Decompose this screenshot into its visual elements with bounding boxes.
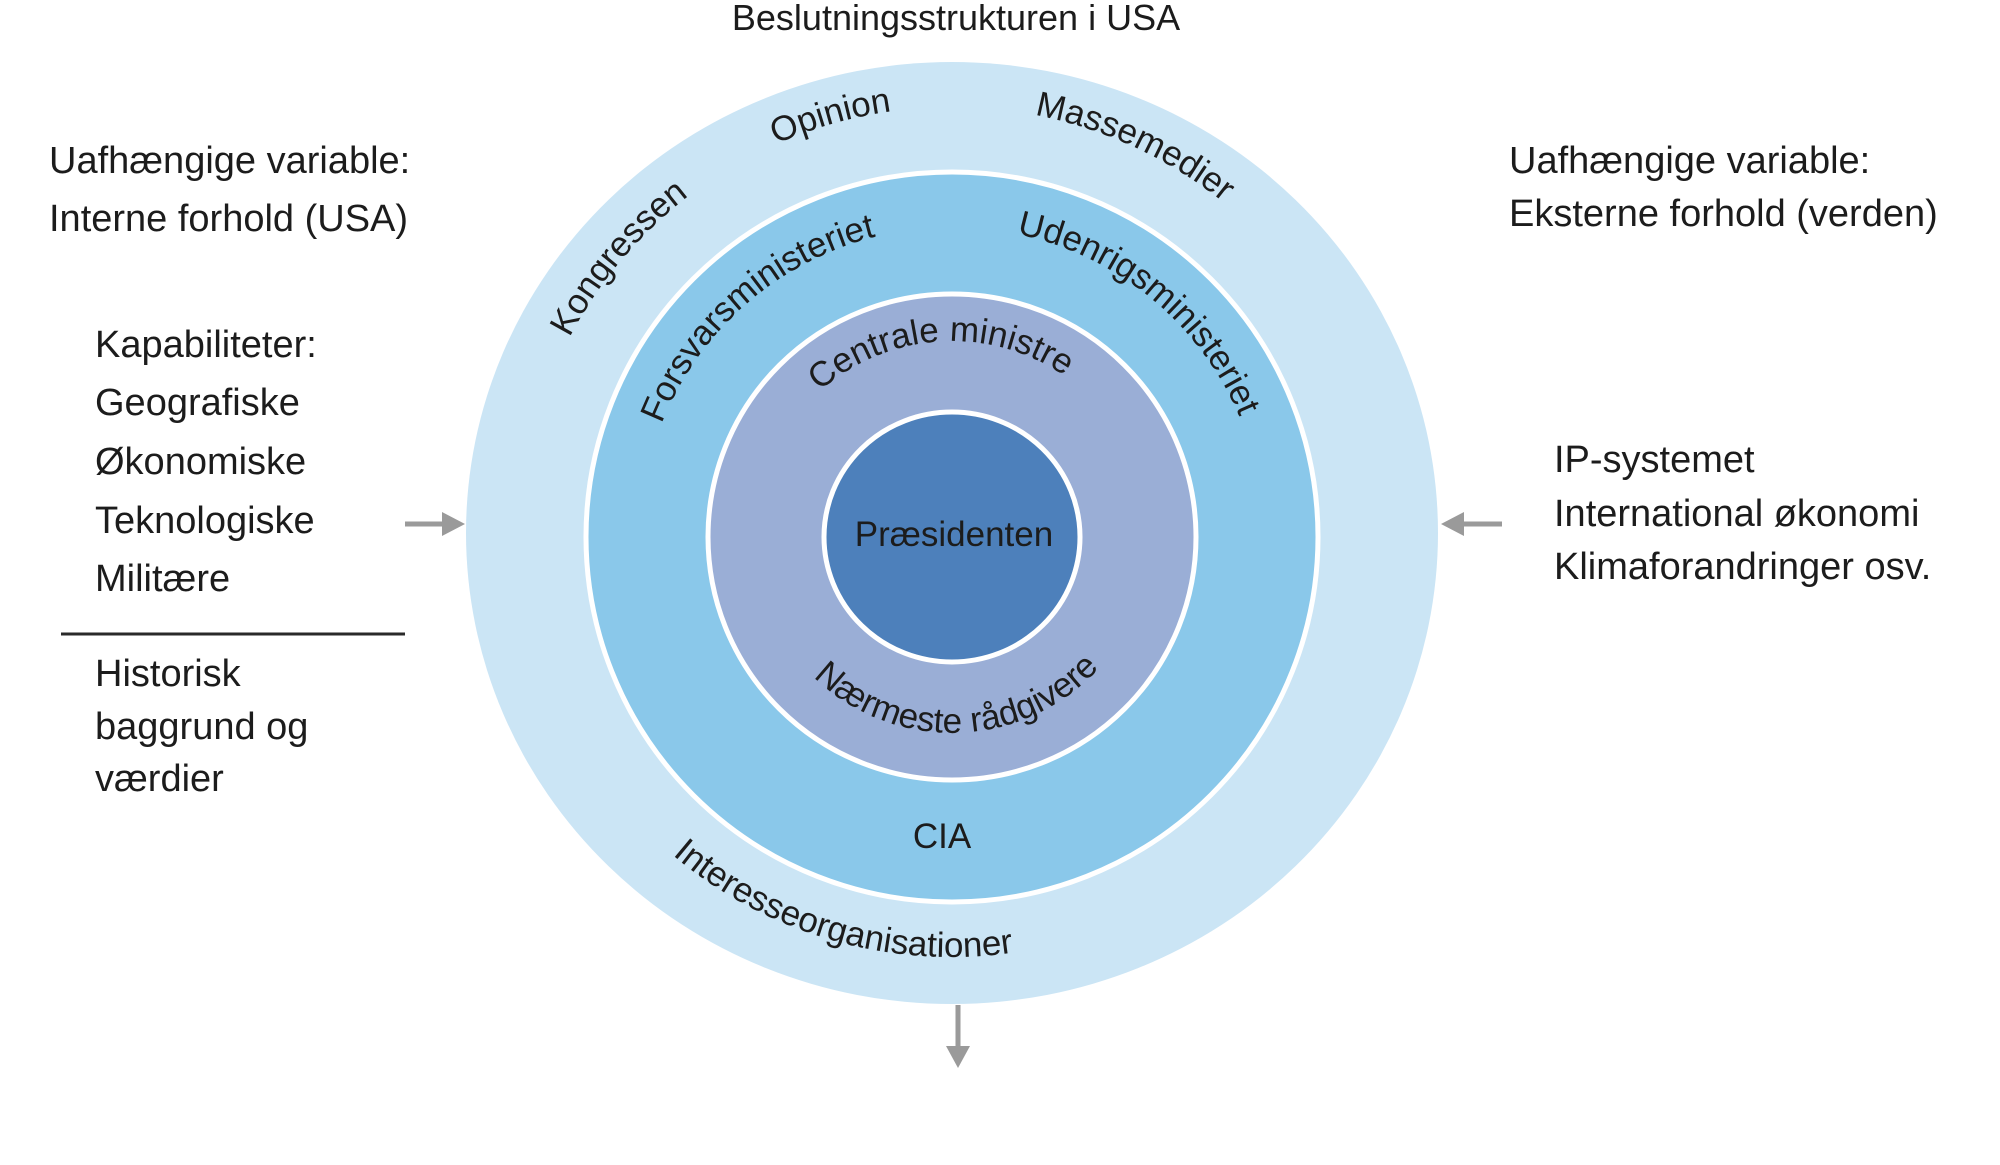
capability-militaere: Militære (95, 558, 230, 600)
right-heading-line-1: Uafhængige variable: (1509, 140, 1870, 182)
capability-okonomiske: Økonomiske (95, 441, 306, 483)
center-circle (821, 409, 1083, 665)
external-international-okonomi: International økonomi (1554, 493, 1919, 535)
history-line-1: Historisk (95, 653, 242, 695)
left-heading-line-1: Uafhængige variable: (49, 140, 410, 182)
capability-teknologiske: Teknologiske (95, 500, 315, 542)
capability-geografiske: Geografiske (95, 382, 300, 424)
label-praesidenten: Præsidenten (855, 515, 1053, 554)
left-arrow-icon (405, 512, 465, 536)
history-line-3: værdier (95, 758, 224, 800)
left-heading-line-2: Interne forhold (USA) (49, 198, 408, 240)
bottom-output-clipped: Afhængig variabel: Den førte udenrigspol… (356, 1127, 1096, 1165)
right-arrow-icon (1441, 512, 1502, 536)
history-line-2: baggrund og (95, 706, 308, 748)
dependent-variable-label: Afhængig variabel: Den førte udenrigspol… (356, 1127, 1096, 1165)
down-arrow-icon (946, 1005, 970, 1068)
right-heading-line-2: Eksterne forhold (verden) (1509, 193, 1938, 235)
diagram-title: Beslutningsstrukturen i USA (732, 0, 1180, 38)
capabilities-heading: Kapabiliteter: (95, 324, 317, 366)
rings (466, 62, 1438, 1004)
right-panel: Uafhængige variable: Eksterne forhold (v… (1509, 140, 1938, 588)
external-klimaforandringer: Klimaforandringer osv. (1554, 546, 1931, 588)
external-ip-systemet: IP-systemet (1554, 439, 1755, 481)
left-panel: Uafhængige variable: Interne forhold (US… (49, 140, 410, 800)
label-cia: CIA (913, 817, 972, 856)
